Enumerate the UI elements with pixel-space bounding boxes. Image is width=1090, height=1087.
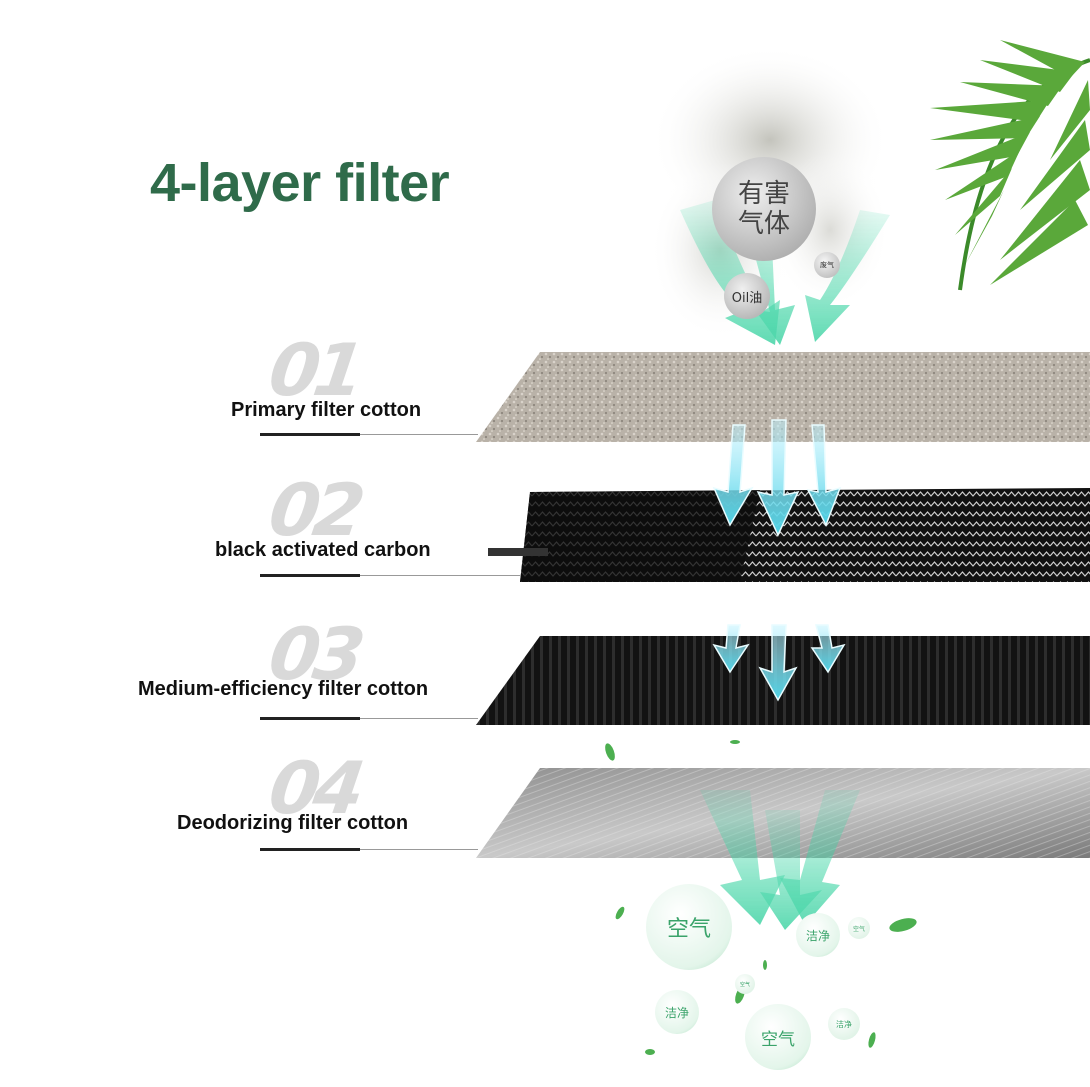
filtering-arrows [712,419,846,702]
layer-4-label: Deodorizing filter cotton [177,812,409,834]
layer-3-leader-line-thin [360,718,478,719]
waste-gas-text: 废气 [820,261,834,269]
layer-2-leader-line-thin [360,575,520,576]
clean-text-1: 洁净 [805,928,830,943]
layer-1-leader-line [260,433,360,436]
layer-1-primary-cotton [476,352,1090,442]
palm-leaf-icon [930,40,1090,291]
air-text-large: 空气 [666,917,711,942]
small-text-1: 空气 [852,925,865,933]
clean-bubble-1: 洁净 [796,913,840,957]
layer-3-label: Medium-efficiency filter cotton [138,678,429,700]
small-text-3: 洁净 [836,1019,852,1029]
clean-text-2: 洁净 [664,1005,689,1020]
layer-4-leader-line-thin [360,849,478,850]
layer-1-leader-line-thin [360,434,478,435]
oil-text: Oil油 [731,290,763,306]
page-title: 4-layer filter [150,153,450,213]
oil-bubble: Oil油 [724,273,770,319]
harmful-gas-bubble: 有害 气体 [712,157,816,261]
layer-3-leader-line [260,717,360,720]
air-text-2: 空气 [761,1029,795,1050]
small-bubble-3: 洁净 [828,1008,860,1040]
layer-4-leader-line [260,848,360,851]
layer-2-leader-line [260,574,360,577]
small-bubble-1: 空气 [848,917,870,939]
clean-air-arrows [700,790,860,930]
clean-bubble-2: 洁净 [655,990,699,1034]
waste-gas-bubble: 废气 [814,252,840,278]
small-text-2: 空气 [739,981,750,988]
layer-2-label: black activated carbon [215,539,431,561]
air-bubble-large: 空气 [646,884,732,970]
air-bubble-2: 空气 [745,1004,811,1070]
layer-2-activated-carbon [488,488,1090,582]
layer-1-label: Primary filter cotton [231,399,422,421]
harmful-gas-text: 有害 气体 [737,179,790,239]
small-bubble-2: 空气 [735,974,755,994]
